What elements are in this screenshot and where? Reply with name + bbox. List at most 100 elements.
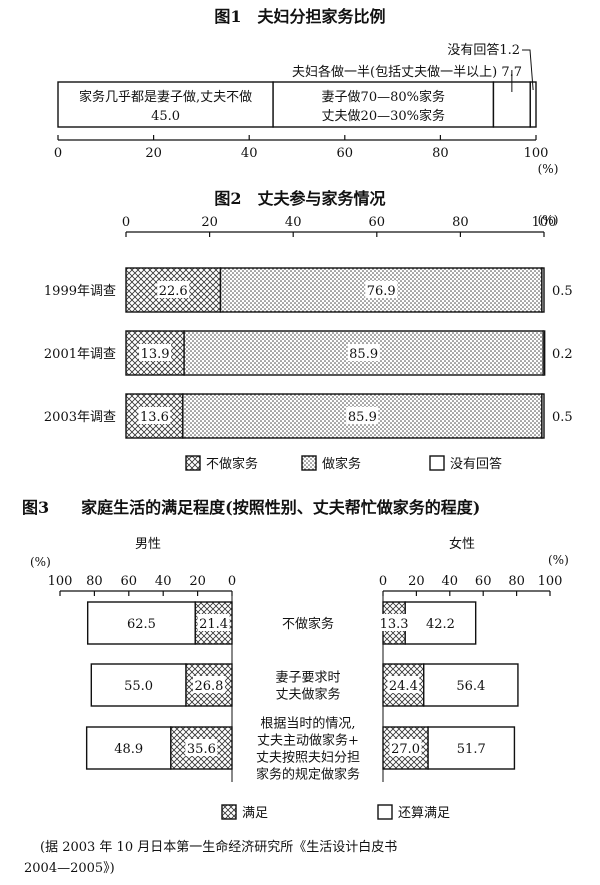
fig3-right-tick-label-1: 20 <box>408 574 425 589</box>
fig3-category-label-0-0: 不做家务 <box>282 616 334 632</box>
fig2-tick-label-4: 80 <box>452 215 469 230</box>
fig1-tick-label-1: 20 <box>145 146 162 161</box>
fig1-tick-label-4: 80 <box>432 146 449 161</box>
fig1-chart: 家务几乎都是妻子做,丈夫不做 45.0 妻子做70—80%家务丈夫做20—30%家务… <box>54 42 559 176</box>
fig3-male-label-bg-1 <box>192 676 225 693</box>
fig3-female-label-ok-1: 56.4 <box>456 679 485 694</box>
fig3-female-label-bg-2 <box>389 739 422 756</box>
fig3-title: 图3 家庭生活的满足程度(按照性别、丈夫帮忙做家务的程度) <box>22 498 480 517</box>
fig2-unit: (%) <box>538 213 559 227</box>
fig1-callout-2: 夫妇各做一半(包括丈夫做一半以上) 7.7 <box>292 64 522 80</box>
fig2-tick-label-0: 0 <box>122 215 130 230</box>
fig3-category-label-1-1: 丈夫做家务 <box>275 687 340 703</box>
fig2-bar-0-2 <box>541 267 545 313</box>
fig2-bar-2-2 <box>541 393 545 439</box>
fig2-bar-label-2-0: 13.6 <box>140 410 169 425</box>
fig1-segment-1 <box>272 81 495 128</box>
fig2-bar-label-1-1: 85.9 <box>349 347 378 362</box>
fig3-left-tick-label-5: 0 <box>228 574 236 589</box>
fig2-legend-label-1: 做家务 <box>322 456 361 472</box>
fig1-segment-3 <box>529 81 537 128</box>
fig2-bar-label-1-0: 13.9 <box>141 347 170 362</box>
fig1-segment-1-label: 妻子做70—80%家务 <box>322 89 445 105</box>
fig3-left-tick-label-3: 40 <box>155 574 172 589</box>
fig2-bar-1-2 <box>542 330 546 376</box>
fig3-left-unit: (%) <box>30 555 51 569</box>
fig3-category-label-1-0: 妻子要求时 <box>275 671 340 686</box>
fig3-male-bar-ok-1 <box>90 663 187 707</box>
fig1-tick-label-2: 40 <box>241 146 258 161</box>
fig3-right-tick-label-5: 100 <box>538 574 563 589</box>
fig2-legend-label-0: 不做家务 <box>206 456 258 472</box>
fig2-bar-2-0 <box>125 393 184 439</box>
fig3-left-tick-label-4: 20 <box>189 574 206 589</box>
fig1-unit: (%) <box>538 162 559 176</box>
fig3-female-bar-ok-2 <box>427 726 516 770</box>
fig3-left-panel-title: 男性 <box>135 537 161 552</box>
fig3-male-bar-ok-0 <box>86 601 196 645</box>
fig3-category-label-2-0: 根据当时的情况, <box>260 716 355 732</box>
fig1-tick-label-5: 100 <box>524 146 549 161</box>
fig3-female-label-bg-1 <box>387 676 420 693</box>
fig3-male-label-bg-0 <box>197 614 230 631</box>
fig3-category-label-2-2: 丈夫按照夫妇分担 <box>256 750 360 766</box>
fig3-male-label-ok-2: 48.9 <box>114 742 143 757</box>
fig1-callout-3-leader <box>522 49 534 91</box>
fig2-tick-label-5: 100 <box>532 215 557 230</box>
fig3-legend-swatch-1 <box>377 804 393 820</box>
fig2-category-label-2: 2003年调查 <box>44 410 116 425</box>
fig2-tick-label-2: 40 <box>285 215 302 230</box>
fig2-bar-label-0-2: 0.5 <box>552 284 573 299</box>
fig2-title: 图2 丈夫参与家务情况 <box>214 189 385 208</box>
fig1-title: 图1 夫妇分担家务比例 <box>214 7 385 26</box>
fig1-segment-0-label: 家务几乎都是妻子做,丈夫不做 <box>79 89 252 105</box>
source-line-1: (据 2003 年 10 月日本第一生命经济研究所《生活设计白皮书 <box>40 839 397 855</box>
fig1-segment-0-value: 45.0 <box>151 109 180 124</box>
fig3-legend-label-1: 还算满足 <box>398 806 450 821</box>
fig3-male-label-satisfied-2: 35.6 <box>187 742 216 757</box>
fig2-bar-label-1-2: 0.2 <box>552 347 573 362</box>
fig3-right-tick-label-3: 60 <box>475 574 492 589</box>
fig3-female-label-satisfied-2: 27.0 <box>391 742 420 757</box>
fig2-category-label-1: 2001年调查 <box>44 347 116 362</box>
fig3-left-tick-label-1: 80 <box>86 574 103 589</box>
fig3-female-label-ok-2: 51.7 <box>457 742 486 757</box>
fig2-legend-swatch-2 <box>429 455 445 471</box>
fig1-segment-0 <box>57 81 274 128</box>
source-line-2: 2004—2005》) <box>24 861 115 876</box>
fig3-category-label-2-1: 丈夫主动做家务+ <box>257 733 359 749</box>
fig2-tick-label-1: 20 <box>201 215 218 230</box>
fig2-bar-label-2-1: 85.9 <box>348 410 377 425</box>
fig3-female-bar-ok-1 <box>423 663 519 707</box>
fig3-female-label-satisfied-1: 24.4 <box>389 679 418 694</box>
fig3-female-label-bg-0 <box>378 614 411 631</box>
fig1-tick-label-3: 60 <box>337 146 354 161</box>
fig3-male-bar-ok-2 <box>85 726 172 770</box>
fig2-bar-label-2-2: 0.5 <box>552 410 573 425</box>
fig1-segment-1-label-2: 丈夫做20—30%家务 <box>322 108 445 124</box>
fig3-category-label-2-3: 家务的规定做家务 <box>256 767 360 783</box>
fig2-bar-label-bg-1-1 <box>347 344 380 361</box>
fig3-male-label-ok-0: 62.5 <box>127 617 156 632</box>
fig2-bar-label-bg-2-1 <box>346 407 379 424</box>
fig3-male-label-satisfied-0: 21.4 <box>199 617 228 632</box>
fig3-right-panel-title: 女性 <box>449 536 475 552</box>
fig2-bar-label-bg-0-1 <box>365 281 398 298</box>
fig2-bar-label-bg-2-0 <box>138 407 171 424</box>
fig2-bar-label-0-1: 76.9 <box>367 284 396 299</box>
fig2-bar-label-bg-1-0 <box>139 344 172 361</box>
fig3-left-tick-label-0: 100 <box>48 574 73 589</box>
fig3-right-unit: (%) <box>548 553 569 567</box>
fig2-bar-label-bg-0-0 <box>157 281 190 298</box>
fig3-female-label-satisfied-0: 13.3 <box>380 617 409 632</box>
fig3-female-bar-ok-0 <box>404 601 477 645</box>
fig2-legend-swatch-1 <box>301 455 317 471</box>
fig2-bar-label-0-0: 22.6 <box>159 284 188 299</box>
fig3-legend-label-0: 满足 <box>242 806 268 821</box>
fig3-male-label-ok-1: 55.0 <box>124 679 153 694</box>
fig3-right-tick-label-0: 0 <box>379 574 387 589</box>
fig3-female-label-ok-0: 42.2 <box>426 617 455 632</box>
